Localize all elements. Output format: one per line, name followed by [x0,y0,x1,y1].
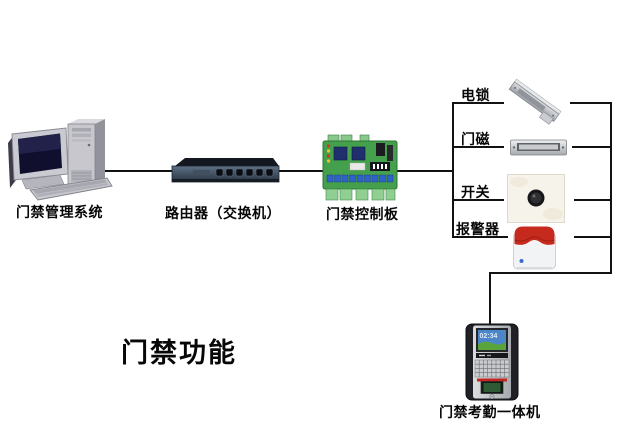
wire-door-magnet-left [452,146,504,148]
attendance-terminal-image: 02:34 [465,323,519,401]
wire-computer-router [96,170,172,172]
electric-lock-image [500,78,570,128]
terminal-screen-time: 02:34 [480,333,498,340]
branch-label-alarm: 报警器 [456,221,500,237]
wire-electric-lock-right [570,102,612,104]
wire-electric-lock-left [452,102,504,104]
router-image [167,155,281,187]
attendance-terminal-label: 门禁考勤一体机 [439,404,541,420]
wire-alarm-right [574,236,612,238]
control-board-image [320,133,400,203]
branch-label-door-magnet: 门磁 [461,131,490,147]
router-label: 路由器（交换机） [165,205,281,221]
control-board-label: 门禁控制板 [326,206,399,222]
wire-alarm-left [452,236,508,238]
diagram-title: 门禁功能 [121,338,237,368]
wire-attendance-drop [489,272,491,324]
wire-bottom-run [489,272,612,274]
branch-label-electric-lock: 电锁 [461,87,490,103]
wire-switch-left [452,199,504,201]
computer-label: 门禁管理系统 [16,204,103,220]
wire-right-trunk [610,102,612,274]
management-computer-image [8,118,116,204]
wire-router-board [271,170,325,172]
wire-board-hub [393,170,454,172]
branch-label-switch: 开关 [461,184,490,200]
wire-left-trunk [452,102,454,238]
exit-switch-image [507,174,565,223]
wire-switch-right [574,199,612,201]
alarm-siren-image [512,223,557,271]
wire-door-magnet-right [572,146,612,148]
door-magnet-image [510,139,567,157]
